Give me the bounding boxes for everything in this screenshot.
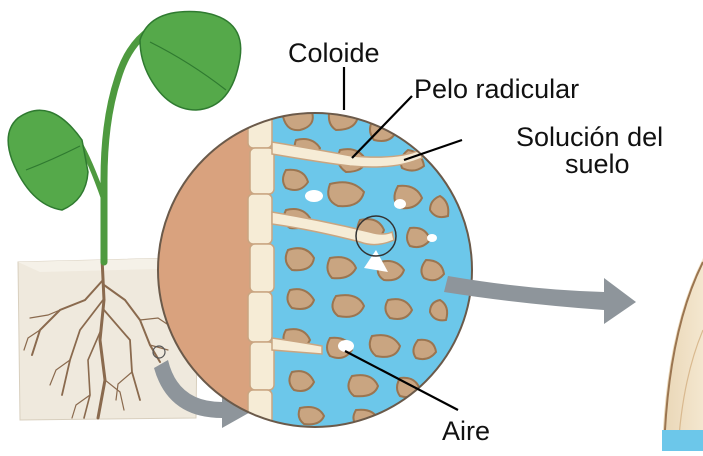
plant-stem: [104, 30, 150, 262]
label-soil-solution-line2: suelo: [565, 151, 630, 178]
plant-leaf-left: [8, 110, 88, 210]
label-root-hair: Pelo radicular: [414, 76, 579, 103]
label-air: Aire: [442, 418, 490, 445]
label-colloid: Coloide: [288, 40, 380, 67]
magnified-soil-view: [150, 100, 472, 440]
label-soil-solution-line1: Solución del: [516, 124, 663, 151]
plant-leaf-top: [140, 12, 241, 110]
next-magnified-view-edge: [662, 258, 703, 451]
zoom-arrow-right: [444, 276, 636, 324]
